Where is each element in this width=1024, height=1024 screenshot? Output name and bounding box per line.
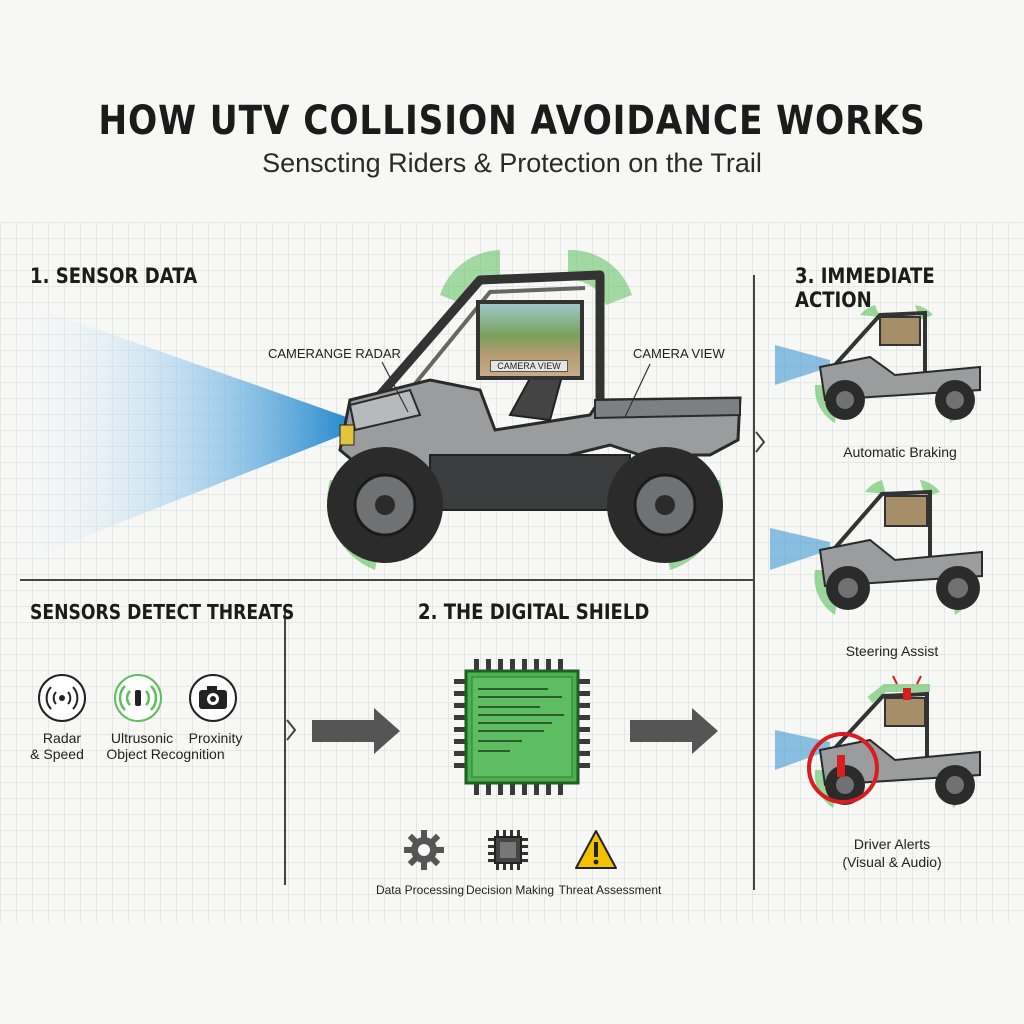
radar-icon [38,674,86,722]
arrow-from-shield [630,708,718,754]
utv-alerts [775,675,981,808]
page-subtitle: Senscting Riders & Protection on the Tra… [262,148,762,178]
divider-chevron-middle [286,719,297,741]
utv-steering [770,480,983,615]
heading-digital-shield: 2. THE DIGITAL SHIELD [418,600,650,624]
label-threat-assessment: Threat Assessment [558,883,662,897]
camera-view-label: CAMERA VIEW [633,346,725,361]
camera-screen-label: CAMERA VIEW [490,360,568,372]
chip-icon [488,830,528,870]
processor-chip [454,659,590,795]
action-label-steering: Steering Assist [845,643,939,659]
vertical-divider-right [753,275,755,890]
horizontal-divider [20,579,755,581]
action-label-braking: Automatic Braking [843,444,957,460]
utv-vehicle-main [327,249,742,570]
sensor-label-radar-1: Radar [42,730,82,746]
sensor-label-radar-2: & Speed [30,746,84,762]
vertical-divider-middle [284,605,286,885]
sensor-label-proximity: Proxinity [188,730,243,746]
ultrasonic-icon [114,674,162,722]
heading-immediate-action: 3. IMMEDIATE ACTION [795,264,935,312]
heading-sensor-data: 1. SENSOR DATA [30,264,198,288]
arrow-to-shield [312,708,400,754]
heading-sensors-detect: SENSORS DETECT THREATS [30,600,295,624]
radar-label: CAMERANGE RADAR [268,346,401,361]
radar-label-leader [381,361,409,413]
camera-icon [189,674,237,722]
label-data-processing: Data Processing [375,883,465,897]
gear-icon [404,830,444,870]
action-label-alerts-line1: Driver Alerts [853,836,931,852]
utv-braking [775,305,981,423]
action-label-alerts-line2: (Visual & Audio) [842,854,942,870]
radar-beam [0,295,355,570]
divider-chevron-right [755,431,766,453]
sensor-label-ultrasonic-2: Object Recognition [106,746,225,762]
label-decision-making: Decision Making [465,883,555,897]
camera-label-leader [624,363,651,418]
warning-icon [575,830,617,869]
sensor-label-ultrasonic-1: Ultrusonic [110,730,174,746]
page-title: HOW UTV COLLISION AVOIDANCE WORKS [98,98,926,144]
